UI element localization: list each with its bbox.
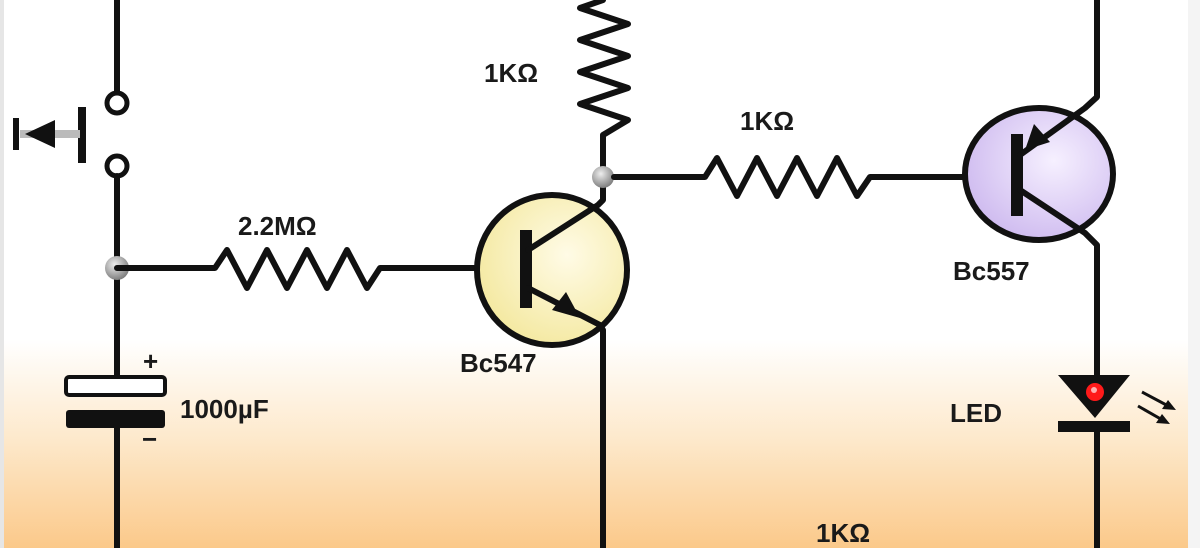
junction-dot [592,166,614,188]
transistor-bc557: Bc557 [953,0,1116,378]
resistor-1k-bottom-label: 1KΩ [816,518,870,548]
light-emission-arrows-icon [1137,390,1176,424]
capacitor-plus-label: + [143,346,158,376]
resistor-1k-middle-label: 1KΩ [740,106,794,136]
capacitor-label: 1000µF [180,394,269,424]
led-label: LED [950,398,1002,428]
resistor-1k-middle: 1KΩ [611,106,968,199]
right-border [1188,0,1200,548]
led: LED [950,375,1176,548]
push-button-switch [13,0,130,179]
resistor-2.2M-label: 2.2MΩ [238,211,317,241]
resistor-1k-top-label: 1KΩ [484,58,538,88]
bc557-label: Bc557 [953,256,1030,286]
left-border [0,0,4,548]
resistor-1k-top: 1KΩ [484,0,631,180]
transistor-bc547: Bc547 [460,174,630,548]
resistor-2.2M: 2.2MΩ [114,211,478,291]
capacitor: + − 1000µF [64,346,269,454]
capacitor-minus-label: − [142,424,157,454]
bc547-label: Bc547 [460,348,537,378]
